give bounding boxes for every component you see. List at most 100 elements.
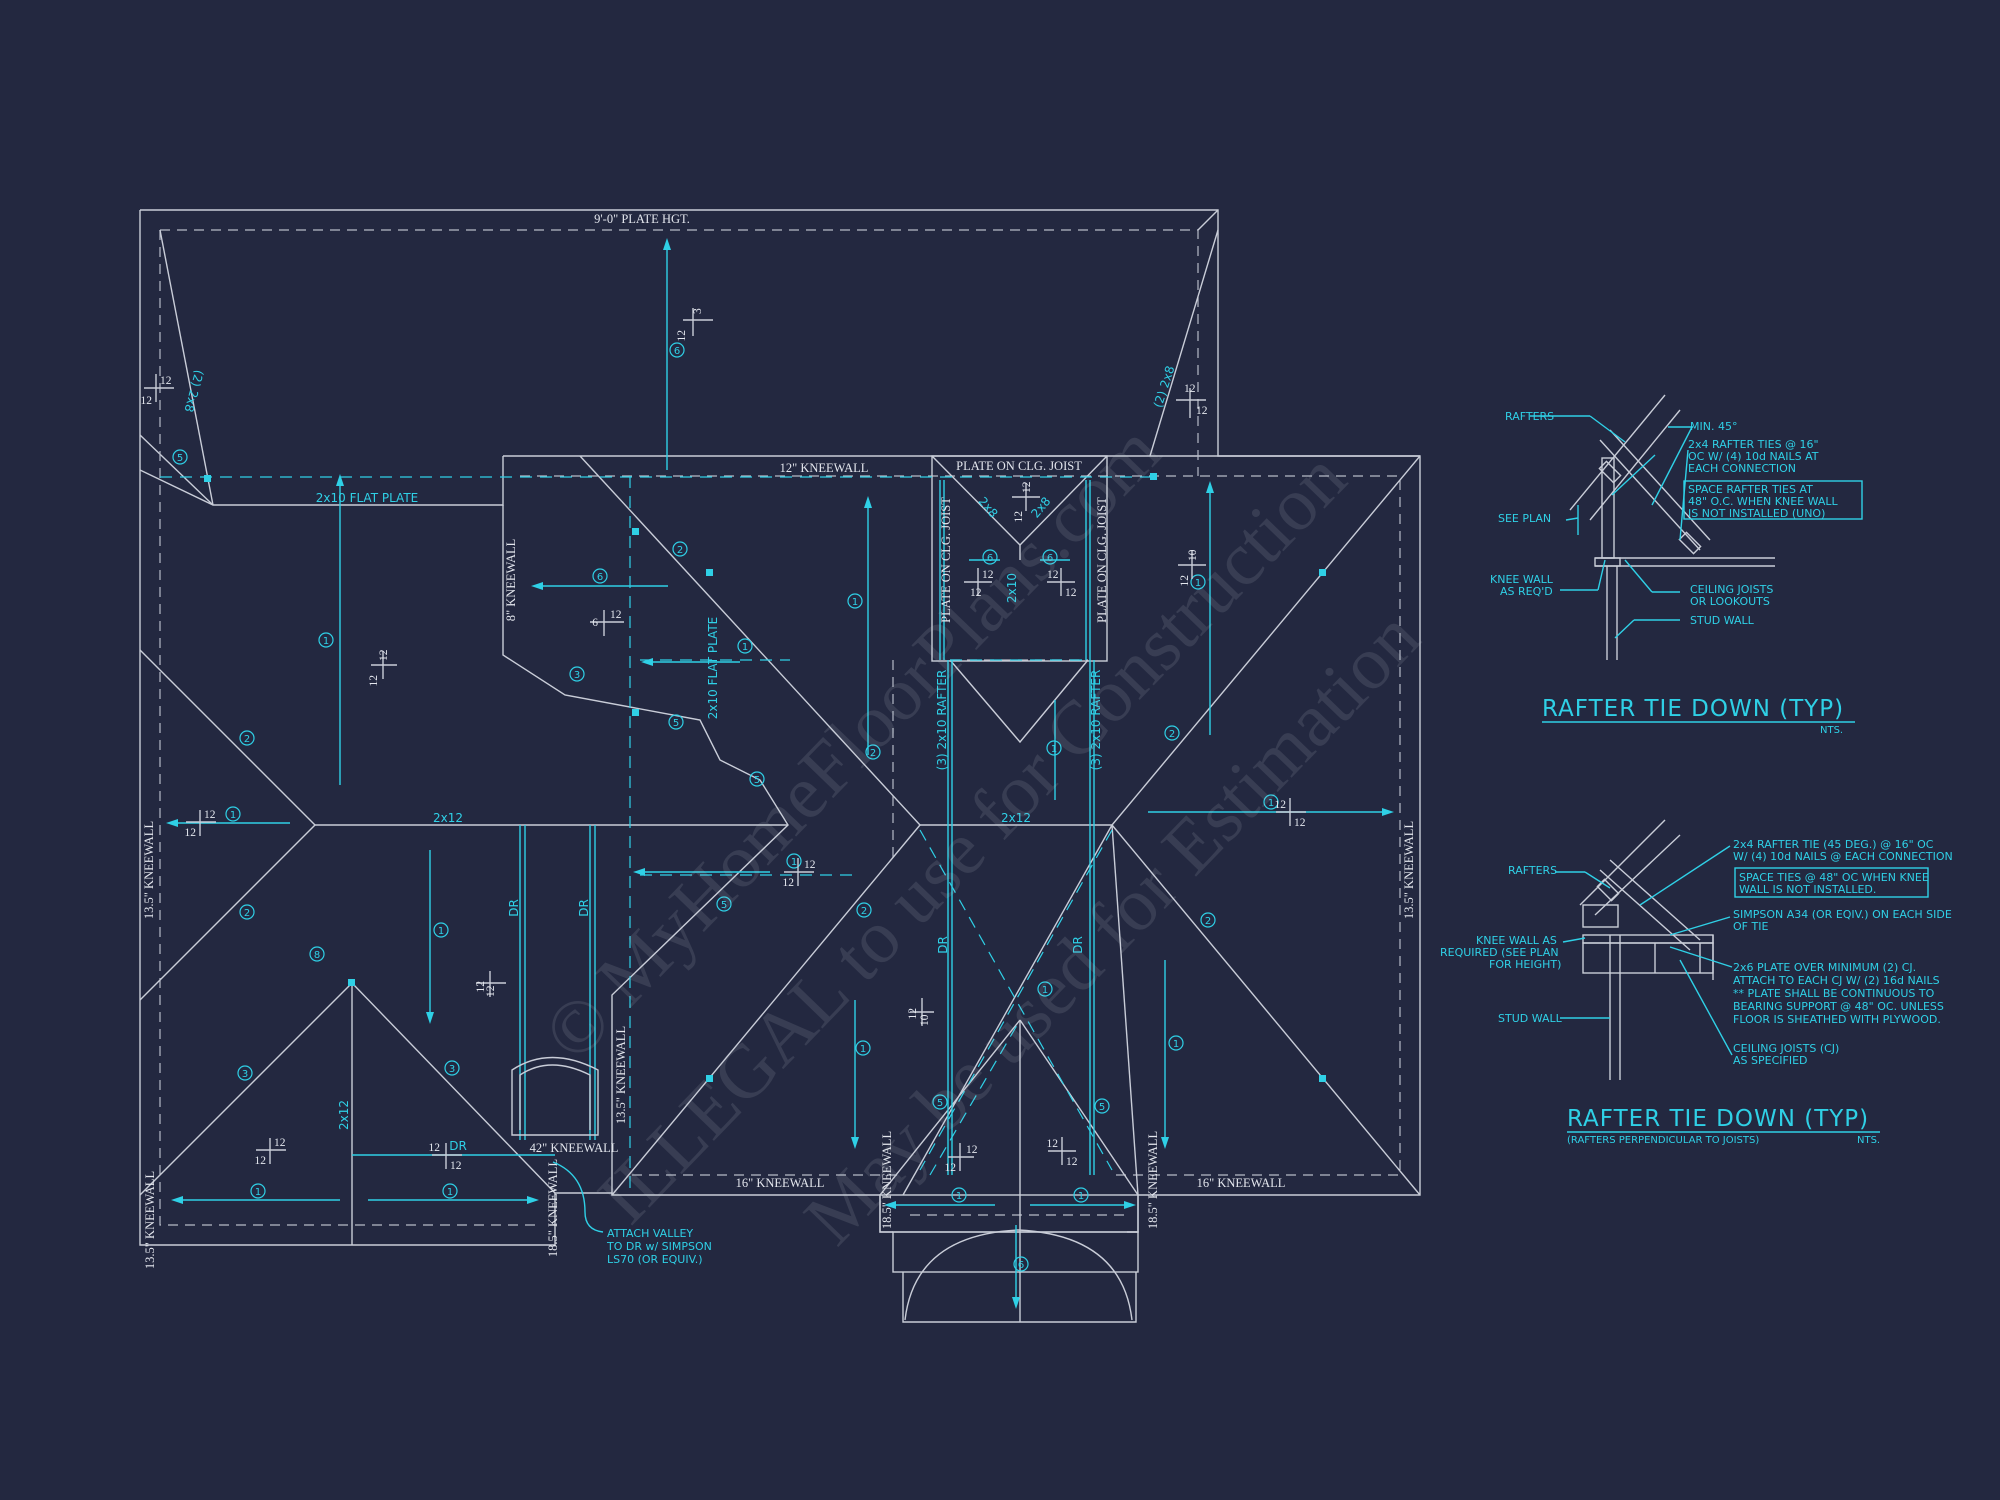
d1-min-45: MIN. 45° bbox=[1690, 420, 1737, 433]
svg-text:3: 3 bbox=[692, 308, 704, 314]
d2-tie-1: 2x4 RAFTER TIE (45 DEG.) @ 16" OC bbox=[1733, 838, 1934, 851]
svg-text:12: 12 bbox=[160, 375, 172, 387]
svg-text:6: 6 bbox=[674, 346, 680, 357]
plate-on-clg-joist-top: PLATE ON CLG. JOIST bbox=[956, 459, 1082, 473]
roof-plan: 6 5 1 2 1 2 8 1 3 3 1 1 6 2 3 5 1 5 5 1 … bbox=[139, 209, 1421, 1323]
svg-text:5: 5 bbox=[177, 453, 183, 464]
kneewall-13-5-bottom-left: 13.5" KNEEWALL bbox=[143, 1171, 157, 1269]
rafter-bubbles: 6 5 1 2 1 2 8 1 3 3 1 1 6 2 3 5 1 5 5 1 … bbox=[172, 342, 1279, 1272]
svg-text:6: 6 bbox=[987, 553, 993, 564]
flat-plate-vertical-label: 2x10 FLAT PLATE bbox=[706, 617, 720, 720]
svg-text:12: 12 bbox=[378, 649, 390, 661]
detail-rafter-tie-down-1: RAFTERS MIN. 45° 2x4 RAFTER TIES @ 16" O… bbox=[1490, 394, 1863, 736]
svg-text:2: 2 bbox=[1169, 729, 1175, 740]
dr-label-2: DR bbox=[577, 899, 591, 917]
svg-text:12: 12 bbox=[450, 1160, 462, 1172]
member-2x8-left: (2) 2x8 bbox=[182, 368, 207, 413]
svg-text:12: 12 bbox=[1021, 481, 1033, 493]
d2-cj-2: AS SPECIFIED bbox=[1733, 1054, 1808, 1067]
svg-text:12: 12 bbox=[485, 985, 497, 997]
attach-valley-1: ATTACH VALLEY bbox=[607, 1227, 693, 1240]
svg-text:6: 6 bbox=[592, 617, 598, 629]
d1-space-3: IS NOT INSTALLED (UNO) bbox=[1688, 507, 1825, 520]
svg-text:10: 10 bbox=[1187, 549, 1199, 561]
svg-text:12: 12 bbox=[907, 1008, 919, 1020]
attach-valley-3: LS70 (OR EQUIV.) bbox=[607, 1253, 703, 1266]
watermark: © MyHomeFloorPlans.com ILLEGAL to use fo… bbox=[528, 409, 1436, 1261]
plate-on-clg-joist-left: PLATE ON CLG. JOIST bbox=[939, 497, 953, 623]
d2-simpson-2: OF TIE bbox=[1733, 920, 1768, 933]
kneewall-13-5-left: 13.5" KNEEWALL bbox=[142, 821, 156, 919]
svg-text:1: 1 bbox=[852, 597, 858, 608]
d1-knee-2: AS REQ'D bbox=[1500, 585, 1553, 598]
svg-text:2: 2 bbox=[861, 906, 867, 917]
svg-text:3: 3 bbox=[574, 670, 580, 681]
d2-space-2: WALL IS NOT INSTALLED. bbox=[1739, 883, 1876, 896]
kneewall-18-5-c: 18.5" KNEEWALL bbox=[1146, 1131, 1160, 1229]
svg-text:12: 12 bbox=[1066, 1156, 1078, 1168]
d1-see-plan: SEE PLAN bbox=[1498, 512, 1551, 525]
detail-rafter-tie-down-2: RAFTERS 2x4 RAFTER TIE (45 DEG.) @ 16" O… bbox=[1440, 819, 1953, 1146]
svg-text:12: 12 bbox=[1047, 569, 1059, 581]
svg-text:12: 12 bbox=[475, 981, 487, 993]
plate-on-clg-joist-right: PLATE ON CLG. JOIST bbox=[1095, 497, 1109, 623]
d2-tie-2: W/ (4) 10d NAILS @ EACH CONNECTION bbox=[1733, 850, 1953, 863]
svg-text:1: 1 bbox=[255, 1187, 261, 1198]
svg-text:12: 12 bbox=[982, 569, 994, 581]
svg-text:8: 8 bbox=[314, 950, 320, 961]
svg-text:1: 1 bbox=[230, 810, 236, 821]
svg-text:2: 2 bbox=[870, 748, 876, 759]
svg-text:10: 10 bbox=[919, 1014, 931, 1026]
dr-label-5: DR bbox=[449, 1139, 467, 1153]
svg-text:6: 6 bbox=[1047, 553, 1053, 564]
kneewall-18-5-a: 18.5" KNEEWALL bbox=[546, 1159, 560, 1257]
svg-text:1: 1 bbox=[1195, 578, 1201, 589]
svg-text:2: 2 bbox=[244, 734, 250, 745]
d2-knee-3: FOR HEIGHT) bbox=[1489, 958, 1561, 971]
kneewall-18-5-b: 18.5" KNEEWALL bbox=[880, 1131, 894, 1229]
svg-text:12: 12 bbox=[804, 859, 816, 871]
svg-text:12: 12 bbox=[1047, 1138, 1059, 1150]
svg-text:1: 1 bbox=[1268, 798, 1274, 809]
svg-text:5: 5 bbox=[673, 718, 679, 729]
svg-text:1: 1 bbox=[1078, 1191, 1084, 1202]
svg-text:12: 12 bbox=[1294, 817, 1306, 829]
member-2x12-b: 2x12 bbox=[1001, 811, 1031, 825]
svg-text:5: 5 bbox=[1099, 1102, 1105, 1113]
d1-rafters: RAFTERS bbox=[1505, 410, 1554, 423]
svg-text:12: 12 bbox=[945, 1162, 957, 1174]
svg-text:12: 12 bbox=[1179, 575, 1191, 587]
svg-text:1: 1 bbox=[956, 1191, 962, 1202]
member-2x12-a: 2x12 bbox=[433, 811, 463, 825]
d1-ties-2: OC W/ (4) 10d NAILS AT bbox=[1688, 450, 1819, 463]
svg-text:12: 12 bbox=[966, 1144, 978, 1156]
d2-knee-1: KNEE WALL AS bbox=[1476, 934, 1557, 947]
plate-height-label: 9'-0" PLATE HGT. bbox=[594, 212, 690, 226]
hip-ridge-lines bbox=[139, 209, 1421, 1322]
rafter-3-2x10-left: (3) 2x10 RAFTER bbox=[935, 670, 949, 771]
svg-text:12: 12 bbox=[274, 1137, 286, 1149]
svg-text:5: 5 bbox=[937, 1098, 943, 1109]
svg-text:1: 1 bbox=[447, 1187, 453, 1198]
svg-text:12: 12 bbox=[185, 827, 197, 839]
svg-text:12: 12 bbox=[610, 609, 622, 621]
d2-plate-3: ** PLATE SHALL BE CONTINUOUS TO bbox=[1733, 987, 1935, 1000]
kneewall-12-label: 12" KNEEWALL bbox=[780, 461, 869, 475]
member-2x12-c: 2x12 bbox=[337, 1100, 351, 1130]
d2-scale: NTS. bbox=[1857, 1135, 1880, 1146]
d2-subtitle: (RAFTERS PERPENDICULAR TO JOISTS) bbox=[1567, 1135, 1759, 1146]
svg-text:3: 3 bbox=[242, 1069, 248, 1080]
member-2x8-a: 2x8 bbox=[976, 494, 1001, 520]
d1-cj-1: CEILING JOISTS bbox=[1690, 583, 1773, 596]
d2-cj-1: CEILING JOISTS (CJ) bbox=[1733, 1042, 1839, 1055]
svg-text:12: 12 bbox=[1013, 511, 1025, 523]
d1-cj-2: OR LOOKOUTS bbox=[1690, 595, 1770, 608]
d1-ties-3: EACH CONNECTION bbox=[1688, 462, 1796, 475]
attach-valley-2: TO DR w/ SIMPSON bbox=[606, 1240, 712, 1253]
svg-text:12: 12 bbox=[1275, 799, 1287, 811]
d1-stud-wall: STUD WALL bbox=[1690, 614, 1755, 627]
d2-plate-1: 2x6 PLATE OVER MINIMUM (2) CJ. bbox=[1733, 961, 1916, 974]
kneewall-13-5-right: 13.5" KNEEWALL bbox=[1402, 821, 1416, 919]
d2-space-1: SPACE TIES @ 48" OC WHEN KNEE bbox=[1739, 871, 1929, 884]
